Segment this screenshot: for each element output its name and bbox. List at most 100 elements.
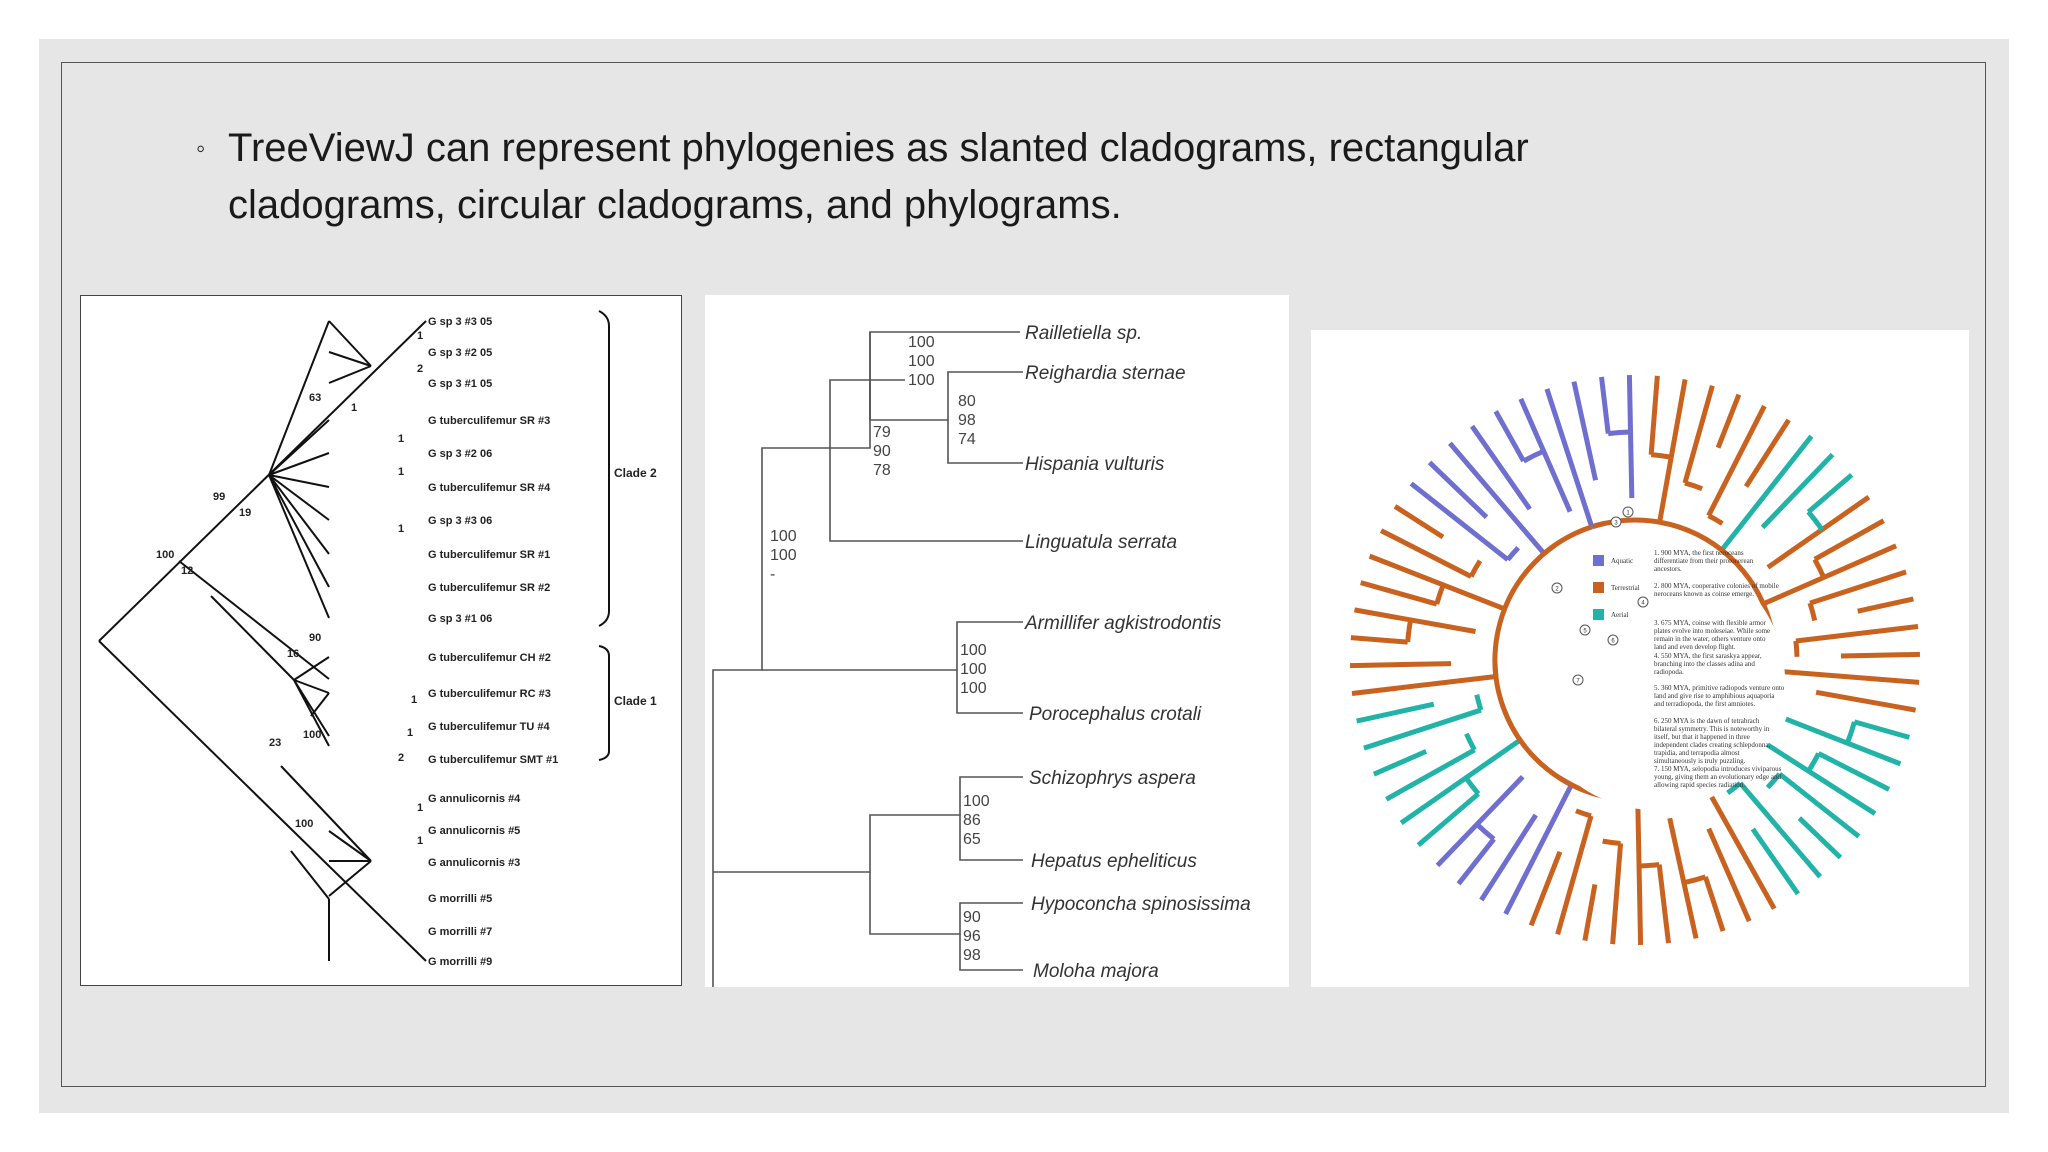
circular-branch (1409, 481, 1510, 562)
circular-branch (1544, 388, 1595, 528)
taxon-label: Schizophrys aspera (1029, 768, 1196, 789)
morrilli-branches (290, 850, 330, 961)
inner-disk (1525, 550, 1785, 810)
support-b2: 98 (958, 412, 976, 429)
circular-branch (1528, 850, 1563, 927)
circular-branch (1368, 553, 1506, 612)
circular-arc (1707, 513, 1724, 526)
circular-branch (1657, 378, 1688, 523)
support-2b: 2 (398, 752, 404, 764)
taxon-label: Railletiella sp. (1025, 323, 1142, 344)
rect-taxa-labels: Railletiella sp.Reighardia sternaeHispan… (1024, 323, 1251, 982)
circular-branch (1706, 404, 1767, 517)
taxon-label: G sp 3 #1 06 (428, 613, 492, 625)
support-g3: 98 (963, 947, 981, 964)
taxon-label: G tuberculifemur SR #3 (428, 415, 550, 427)
circular-branch (1750, 827, 1801, 896)
support-c1: 79 (873, 424, 891, 441)
circular-arc (1812, 558, 1827, 579)
circular-branch (1806, 473, 1854, 514)
circular-branch (1809, 569, 1907, 606)
support-2a: 2 (417, 363, 423, 375)
bullet-marker: ◦ (196, 133, 206, 163)
support-100b: 100 (303, 729, 321, 741)
taxon-label: G sp 3 #3 06 (428, 515, 492, 527)
circular-arc (1463, 776, 1481, 796)
circular-branch (1715, 393, 1742, 449)
legend-label-terrestrial: Terrestrial (1611, 584, 1640, 592)
branch-moloha (959, 934, 1023, 971)
slanted-taxa-labels: G sp 3 #3 05G sp 3 #2 05G sp 3 #1 05G tu… (428, 316, 558, 968)
circular-branch (1751, 733, 1877, 816)
circular-branch (1503, 783, 1574, 916)
slanted-cladogram: G sp 3 #3 05G sp 3 #2 05G sp 3 #1 05G tu… (98, 310, 657, 968)
slanted-branches (98, 310, 610, 962)
circular-branch (1469, 424, 1532, 511)
taxon-label: G sp 3 #1 05 (428, 378, 492, 390)
note-text: 4. 550 MYA, the first saraskya appear,br… (1654, 652, 1762, 676)
circular-branch (1555, 815, 1594, 935)
circular-branch (1393, 504, 1445, 540)
circular-arc (1607, 429, 1631, 437)
taxon-label: G annulicornis #3 (428, 857, 520, 869)
circular-arc (1638, 862, 1660, 869)
circular-branch (1372, 749, 1428, 777)
legend-label-aquatic: Aquatic (1611, 557, 1633, 565)
circular-branch (1571, 381, 1599, 481)
support-a1: 100 (908, 334, 935, 351)
circular-arc (1475, 822, 1496, 842)
circular-branch (1815, 689, 1917, 713)
support-1e: 1 (398, 523, 404, 535)
clade2-polytomy (268, 419, 330, 619)
annulicornis-branches (280, 765, 372, 897)
note-text: 5. 360 MYA, primitive radiopods venture … (1654, 684, 1785, 708)
support-f3: 65 (963, 831, 981, 848)
legend-swatch-aerial (1593, 609, 1604, 620)
taxon-label: Porocephalus crotali (1029, 704, 1202, 725)
circular-arc (1765, 772, 1782, 790)
node-label: 2 (1555, 587, 1559, 593)
node-marker (1572, 674, 1584, 686)
taxon-label: Hepatus epheliticus (1031, 851, 1197, 872)
support-1b: 1 (417, 330, 423, 342)
circular-arc (1844, 721, 1857, 745)
circular-branch (1356, 701, 1435, 724)
rect-support-values: 100 100 100 80 98 74 79 90 78 100 100 - … (770, 334, 990, 964)
node-label: 1 (1626, 511, 1630, 517)
circular-branch (1448, 441, 1546, 556)
taxon-label: G morrilli #5 (428, 893, 492, 905)
legend-label-aerial: Aerial (1611, 611, 1629, 619)
rect-branches-2 (713, 621, 1023, 971)
branch-porocephalus (956, 670, 1023, 714)
rectangular-cladogram: Railletiella sp.Reighardia sternaeHispan… (712, 323, 1251, 987)
taxon-label: Hypoconcha spinosissima (1031, 894, 1251, 915)
circular-arc (1684, 480, 1703, 491)
circular-branch (1599, 376, 1611, 434)
circular-arc (1575, 808, 1592, 819)
circular-branch (1493, 410, 1526, 463)
circular-branch (1456, 837, 1496, 886)
rect-branches (712, 331, 1023, 987)
circular-branch (1766, 494, 1871, 570)
clade2-lower-branch (178, 560, 330, 680)
taxon-label: G tuberculifemur SR #4 (428, 482, 551, 494)
support-90: 90 (309, 632, 321, 644)
support-a3: 100 (908, 372, 935, 389)
node-label: 5 (1583, 629, 1587, 635)
taxon-label: Reighardia sternae (1025, 363, 1186, 384)
branch-reighardia (869, 332, 1023, 421)
circular-branch (1813, 518, 1885, 562)
circular-arc (1650, 452, 1672, 460)
taxon-label: G sp 3 #3 05 (428, 316, 492, 328)
circular-branch (1797, 816, 1843, 860)
circular-branch (1626, 375, 1635, 499)
root-branches (98, 320, 427, 962)
support-1g: 1 (407, 727, 413, 739)
circular-legend: Aquatic Terrestrial Aerial (1593, 555, 1640, 620)
